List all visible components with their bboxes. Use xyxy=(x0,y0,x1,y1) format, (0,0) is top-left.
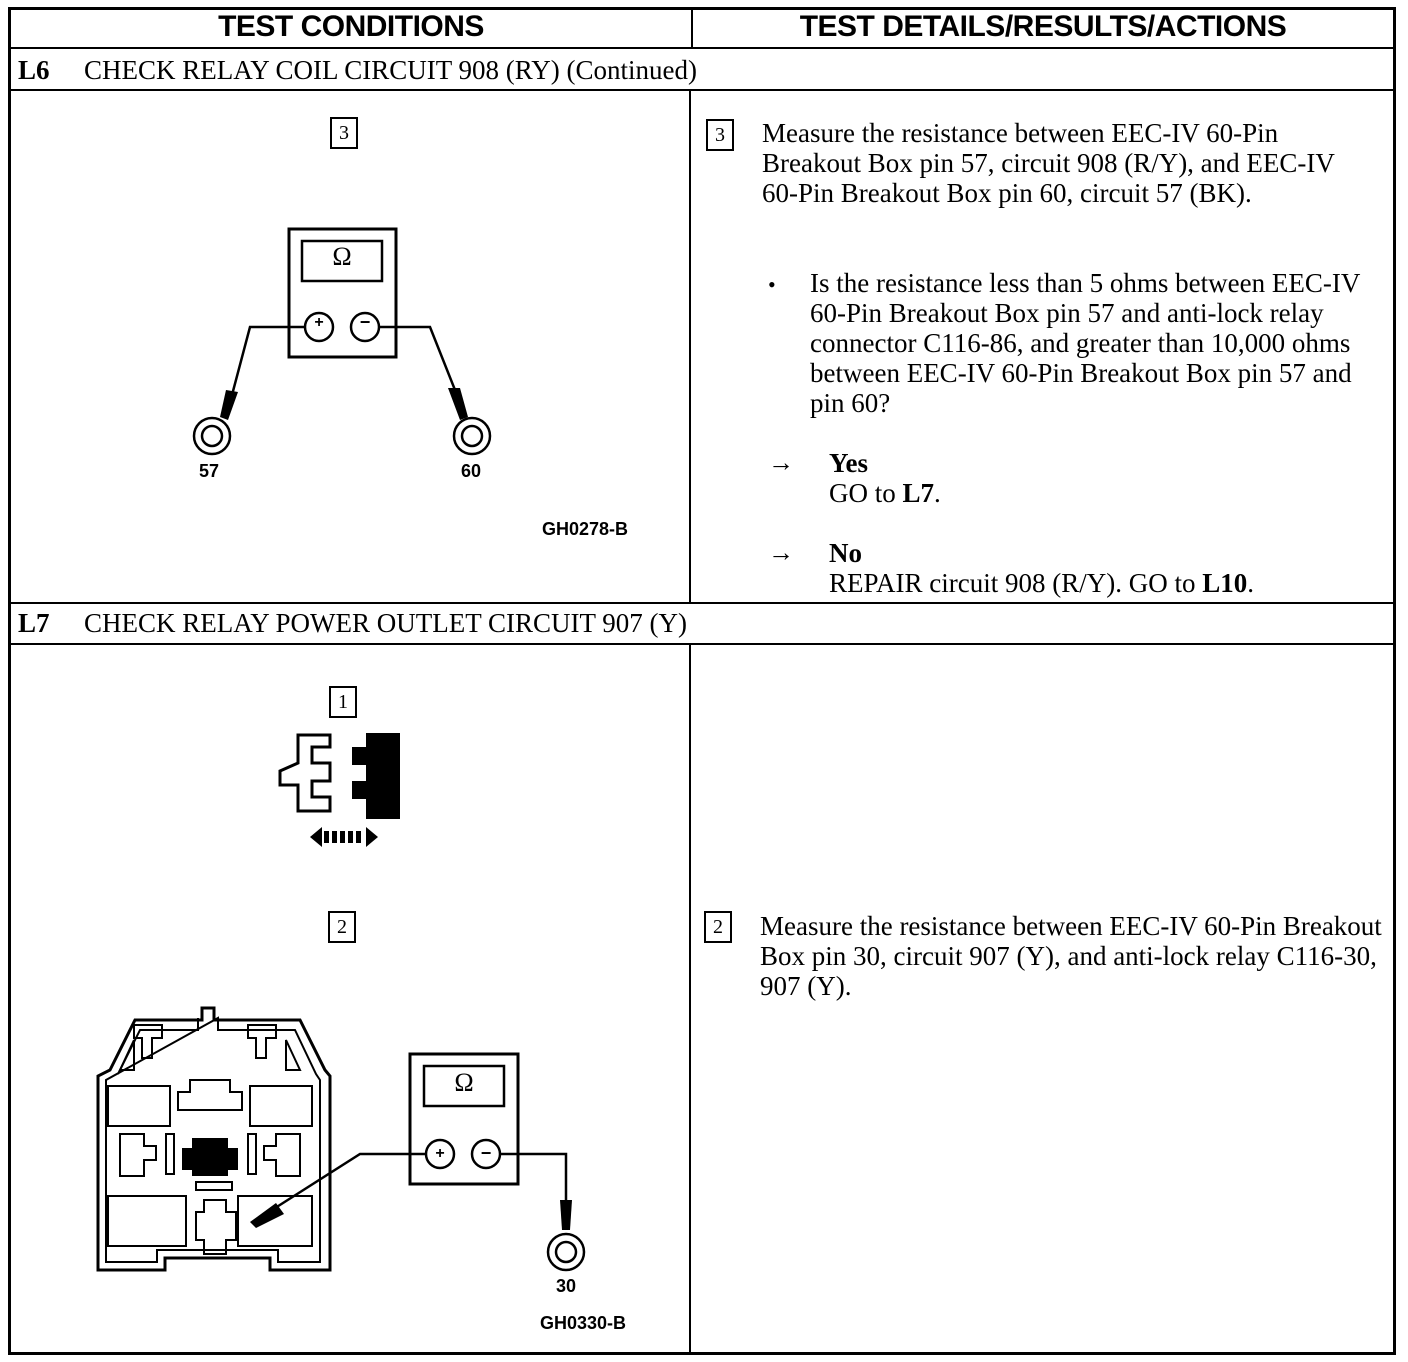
l7-section-id: L7 xyxy=(18,608,50,638)
header-divider xyxy=(8,47,1396,49)
table-border-bottom xyxy=(8,1352,1396,1355)
l7-section-title-text: CHECK RELAY POWER OUTLET CIRCUIT 907 (Y) xyxy=(84,608,687,638)
l6-section-id: L6 xyxy=(18,55,50,85)
l7-pin-30-label: 30 xyxy=(556,1276,577,1296)
header-test-conditions: TEST CONDITIONS xyxy=(218,10,484,43)
l6-pin-60-label: 60 xyxy=(461,461,482,481)
l7-step-box: 2 xyxy=(704,911,732,943)
header-column-divider xyxy=(691,7,693,49)
table-border-left xyxy=(8,7,11,1355)
l6-step-text: Measure the resistance between EEC-IV 60… xyxy=(762,118,1335,208)
l6-ohmmeter-diagram xyxy=(192,227,492,456)
l7-plus-terminal: + xyxy=(435,1145,445,1162)
table-border-top xyxy=(8,7,1396,10)
l7-title-top-divider xyxy=(8,602,1396,604)
l7-figure-step1-box: 1 xyxy=(329,686,357,718)
l6-figure-code: GH0278-B xyxy=(542,519,629,539)
l6-no-action-prefix: REPAIR circuit 908 (R/Y). GO to xyxy=(829,568,1203,598)
l6-section-title-text: CHECK RELAY COIL CIRCUIT 908 (RY) (Conti… xyxy=(84,55,697,85)
l6-title-divider xyxy=(8,89,1396,91)
l6-minus-terminal: − xyxy=(359,312,371,332)
l6-plus-terminal: + xyxy=(314,314,324,331)
l6-step-box: 3 xyxy=(706,119,734,151)
l6-question-text: Is the resistance less than 5 ohms betwe… xyxy=(810,268,1360,418)
l7-section-title: L7 CHECK RELAY POWER OUTLET CIRCUIT 907 (… xyxy=(18,608,687,639)
l6-no-suffix: . xyxy=(1247,568,1255,598)
l7-figure-step2-box: 2 xyxy=(328,911,356,943)
l6-no-arrow: → xyxy=(768,538,794,567)
l6-yes-suffix: . xyxy=(934,478,941,508)
l6-yes-target[interactable]: L7 xyxy=(902,478,935,508)
l6-yes-action: GO to L7. xyxy=(829,478,941,508)
l6-ohm-symbol: Ω xyxy=(332,242,352,271)
l6-figure-step-box: 3 xyxy=(330,117,358,149)
l6-no-target[interactable]: L10 xyxy=(1202,568,1248,598)
l7-minus-terminal: − xyxy=(480,1143,492,1163)
l6-yes-arrow: → xyxy=(768,448,794,477)
l6-section-title: L6 CHECK RELAY COIL CIRCUIT 908 (RY) (Con… xyxy=(18,55,697,86)
l7-title-divider xyxy=(8,643,1396,645)
l6-yes-action-prefix: GO to xyxy=(829,478,903,508)
l6-no-label: No xyxy=(829,538,862,568)
l7-figure-code: GH0330-B xyxy=(540,1313,627,1333)
l6-column-divider xyxy=(689,89,691,603)
table-border-right xyxy=(1393,7,1396,1355)
l6-question-bullet: • xyxy=(768,272,776,297)
l7-connector-disconnect-icon xyxy=(278,733,400,847)
l7-relay-connector-diagram xyxy=(96,1006,586,1272)
l6-yes-label: Yes xyxy=(829,448,868,478)
header-test-details: TEST DETAILS/RESULTS/ACTIONS xyxy=(799,10,1287,43)
l7-ohm-symbol: Ω xyxy=(454,1068,474,1097)
l6-pin-57-label: 57 xyxy=(199,461,220,481)
l7-step-text: Measure the resistance between EEC-IV 60… xyxy=(760,911,1382,1001)
l7-column-divider xyxy=(689,643,691,1353)
l6-no-action: REPAIR circuit 908 (R/Y). GO to L10. xyxy=(829,568,1254,598)
